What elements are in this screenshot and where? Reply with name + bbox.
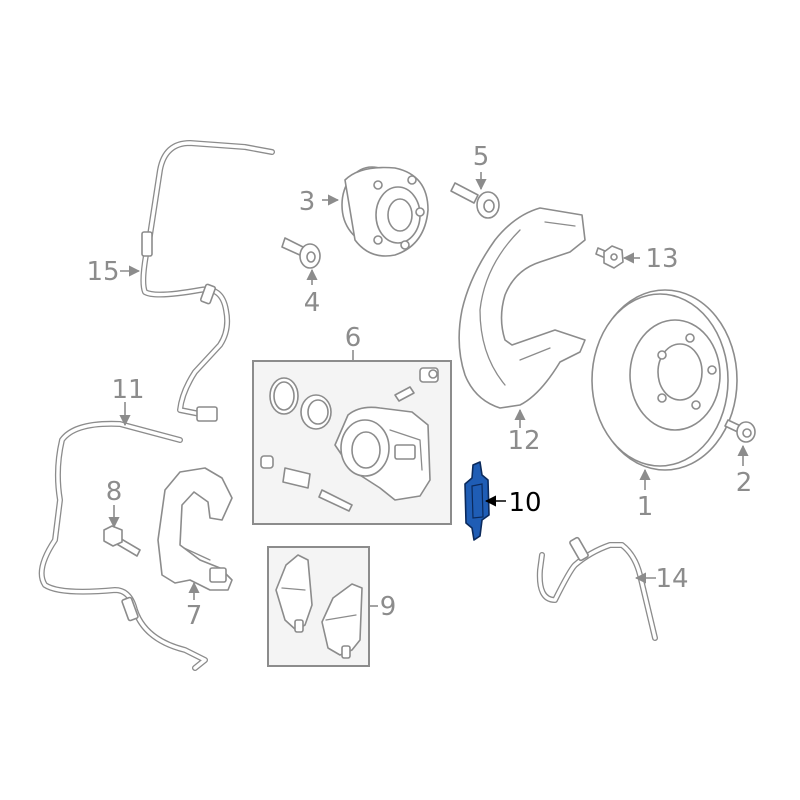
callout-10: 10 [508,488,541,518]
anti-rattle-clip[interactable] [464,461,490,541]
piston [300,394,332,430]
brake-disc[interactable] [591,289,738,471]
shield-bolt[interactable] [450,182,500,219]
callout-labels: 1 2 3 4 5 6 7 8 9 10 11 12 13 14 15 [86,142,752,631]
brake-pad-box[interactable] [267,546,370,667]
callout-8: 8 [106,477,123,507]
abs-sensor-wire-upper[interactable] [140,140,275,422]
callout-2: 2 [736,468,753,498]
anti-rattle-clip-shape [464,461,490,541]
callout-3: 3 [299,187,316,217]
caliper-bracket[interactable] [157,467,233,591]
small-bolt[interactable] [595,245,624,269]
callout-15: 15 [86,257,119,287]
caliper-kit-box[interactable] [252,360,452,525]
callout-5: 5 [473,142,490,172]
callout-14: 14 [655,564,688,594]
abs-sensor-wire-lower[interactable] [38,420,208,671]
brake-hose[interactable] [536,536,658,641]
caliper-housing [334,406,431,501]
callout-1: 1 [637,492,654,522]
callout-7: 7 [186,601,203,631]
callout-4: 4 [304,288,321,318]
hub-bolt[interactable] [281,237,321,269]
brake-pad-inner [275,554,313,633]
callout-13: 13 [645,244,678,274]
callout-12: 12 [507,426,540,456]
splash-shield[interactable] [458,207,586,409]
disc-screw[interactable] [724,419,756,443]
brake-pad-outer [321,583,363,659]
callout-leaders [108,172,749,607]
wheel-hub[interactable] [341,166,429,257]
piston-seal [269,377,299,415]
bleeder-valve [394,367,439,402]
callout-11: 11 [111,375,144,405]
callout-6: 6 [345,323,362,353]
bracket-bolt[interactable] [103,525,141,557]
guide-pins [260,455,353,512]
callout-9: 9 [380,592,397,622]
